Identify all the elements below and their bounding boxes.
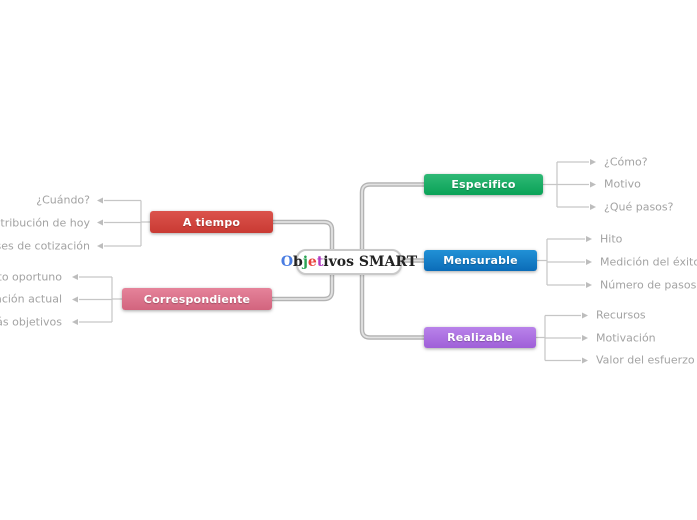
arrow-icons-right — [582, 159, 596, 364]
arrow-icon — [72, 319, 78, 325]
bracket-realizable — [536, 314, 581, 362]
arrow-icon — [590, 159, 596, 165]
center-node-objetivos-smart[interactable]: Objetivos SMART — [281, 249, 417, 275]
leaf-valor-esfuerzo[interactable]: Valor del esfuerzo — [596, 353, 695, 367]
node-correspondiente[interactable]: Correspondiente — [122, 288, 272, 310]
leaf-contribucion-hoy[interactable]: Contribución de hoy — [0, 216, 90, 230]
leaf-motivacion[interactable]: Motivación — [596, 331, 656, 345]
node-a-tiempo[interactable]: A tiempo — [150, 211, 273, 233]
node-label: Realizable — [447, 331, 513, 344]
leaf-mas-objetivos[interactable]: más objetivos — [0, 315, 62, 329]
leaf-cuando[interactable]: ¿Cuándo? — [36, 193, 90, 207]
node-mensurable[interactable]: Mensurable — [424, 250, 537, 271]
bracket-especifico — [543, 161, 589, 208]
arrow-icon — [586, 259, 592, 265]
arrow-icon — [97, 243, 103, 249]
node-label: Correspondiente — [143, 292, 251, 306]
node-realizable[interactable]: Realizable — [424, 327, 536, 348]
node-label: A tiempo — [182, 215, 241, 229]
leaf-como[interactable]: ¿Cómo? — [604, 155, 648, 169]
arrow-icon — [586, 236, 592, 242]
arrow-icon — [590, 181, 596, 188]
leaf-que-pasos[interactable]: ¿Qué pasos? — [604, 200, 674, 214]
arrow-icon — [586, 282, 592, 288]
leaf-numero-pasos[interactable]: Número de pasos — [600, 278, 697, 292]
arrow-icon — [590, 204, 596, 210]
leaf-recursos[interactable]: Recursos — [596, 308, 646, 322]
leaf-hito[interactable]: Hito — [600, 232, 623, 246]
arrow-icon — [582, 312, 588, 319]
leaf-meses-cotizacion[interactable]: meses de cotización — [0, 239, 90, 253]
center-node-label: Objetivos SMART — [280, 254, 418, 270]
node-label: Especifico — [451, 178, 516, 191]
leaf-medicion-exito[interactable]: Medición del éxito — [600, 255, 697, 269]
arrow-icon — [582, 335, 588, 341]
bracket-a-tiempo — [104, 199, 150, 247]
node-especifico[interactable]: Especifico — [424, 174, 543, 195]
arrow-icon — [582, 357, 588, 364]
node-label: Mensurable — [443, 254, 518, 267]
arrow-icon — [97, 197, 103, 204]
arrow-icons-left — [72, 197, 103, 325]
arrow-icon — [72, 274, 78, 280]
arrow-icon — [97, 219, 103, 226]
arrow-icon — [72, 296, 78, 303]
bracket-correspondiente — [79, 276, 122, 323]
leaf-motivo[interactable]: Motivo — [604, 177, 641, 191]
leaf-ento-oportuno[interactable]: ento oportuno — [0, 270, 62, 284]
leaf-tuacion-actual[interactable]: tuación actual — [0, 292, 62, 306]
bracket-mensurable — [537, 238, 585, 286]
